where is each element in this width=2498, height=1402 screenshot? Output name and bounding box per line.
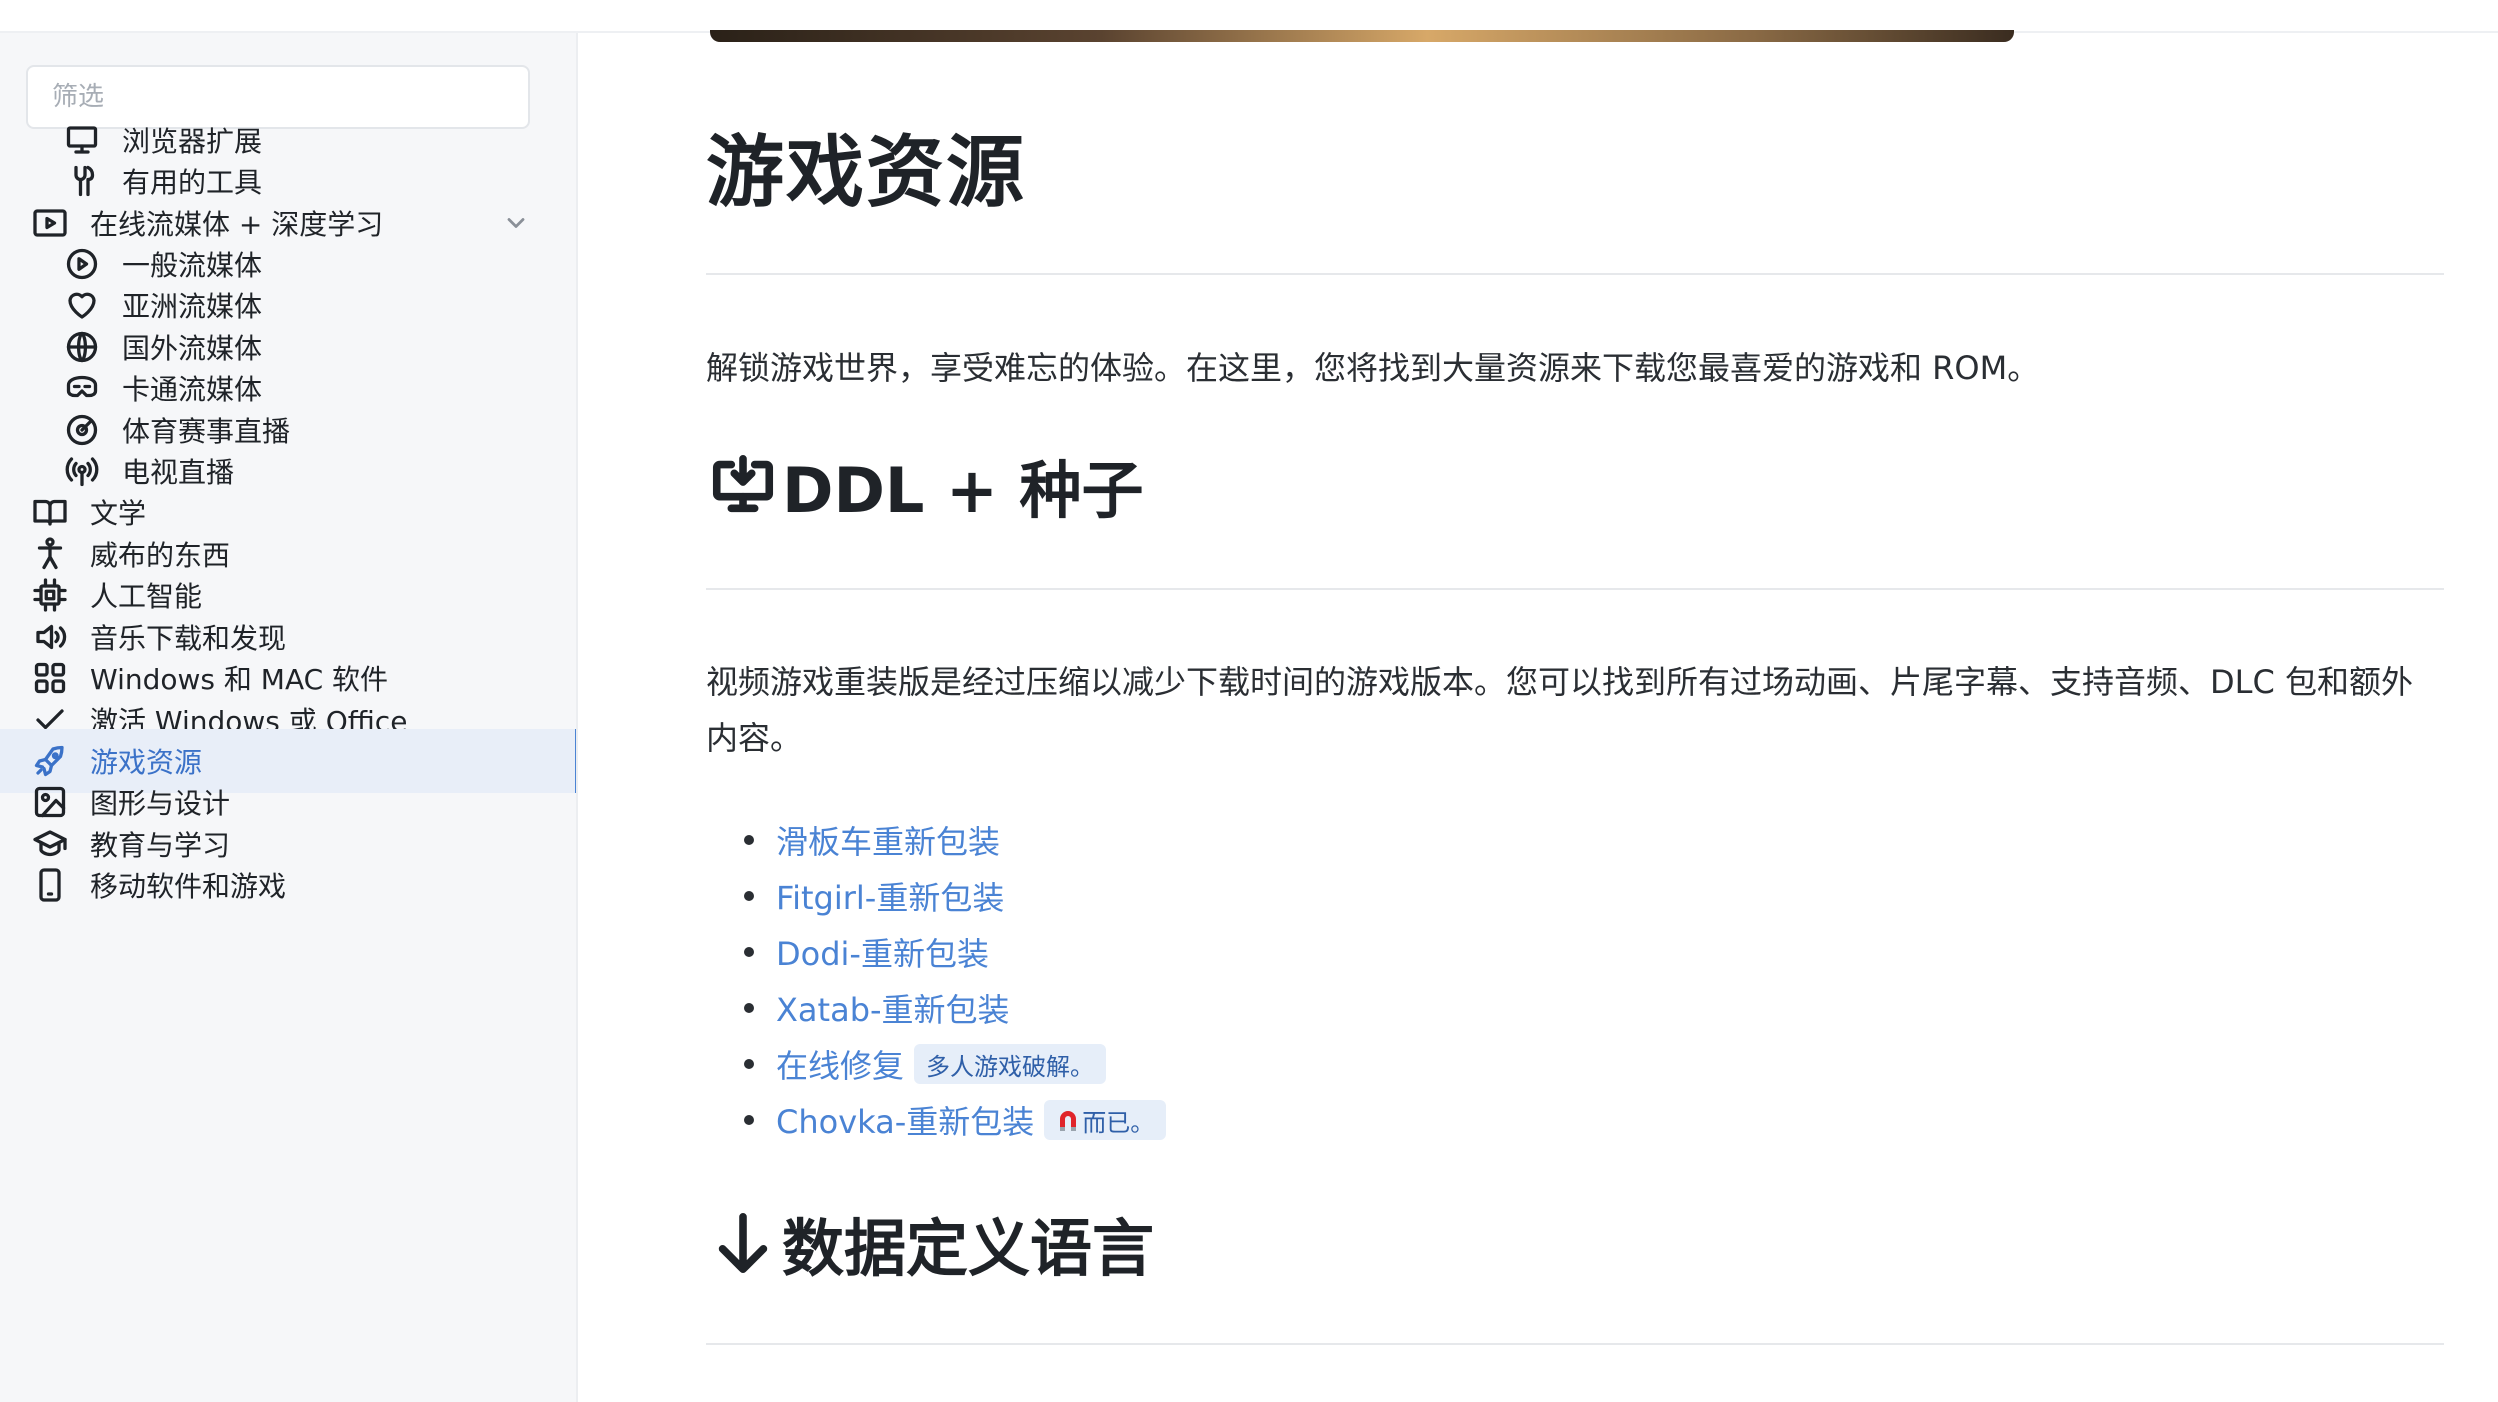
intro-paragraph: 解锁游戏世界，享受难忘的体验。在这里，您将找到大量资源来下载您最喜爱的游戏和 R… <box>706 349 2040 387</box>
page-title: 游戏资源 <box>706 128 1027 218</box>
sidebar-item-cartoon-streaming[interactable]: 卡通流媒体 <box>0 356 576 420</box>
sidebar-item-software[interactable]: Windows 和 MAC 软件 <box>0 646 576 710</box>
bullet <box>744 947 754 957</box>
header-banner-image <box>710 30 2014 42</box>
list-item: Dodi-重新包装 <box>706 924 1166 980</box>
link-dodi-repacks[interactable]: Dodi-重新包装 <box>776 935 989 973</box>
sidebar-item-label: 体育赛事直播 <box>122 415 291 448</box>
sidebar-item-label: 国外流媒体 <box>122 332 263 365</box>
sidebar-item-label: 一般流媒体 <box>122 249 263 282</box>
sidebar-item-label: 音乐下载和发现 <box>90 622 287 655</box>
section-paragraph: 视频游戏重装版是经过压缩以减少下载时间的游戏版本。您可以找到所有过场动画、片尾字… <box>706 663 2413 757</box>
badge-multiplayer: 多人游戏破解。 <box>914 1044 1107 1084</box>
list-item: 在线修复多人游戏破解。 <box>706 1036 1166 1092</box>
sidebar-item-label: 文学 <box>90 497 147 530</box>
sidebar-item-label: 卡通流媒体 <box>122 373 263 406</box>
sidebar-item-literature[interactable]: 文学 <box>0 480 576 544</box>
repack-link-list: 滑板车重新包装 Fitgirl-重新包装 Dodi-重新包装 Xatab-重新包… <box>706 812 1167 1148</box>
divider <box>706 1343 2444 1345</box>
arrow-down-icon <box>706 1206 780 1280</box>
main-content: 游戏资源 解锁游戏世界，享受难忘的体验。在这里，您将找到大量资源来下载您最喜爱的… <box>580 0 2498 1402</box>
graduation-cap-icon <box>30 824 70 864</box>
sidebar-item-label: Windows 和 MAC 软件 <box>90 663 389 696</box>
list-item: 滑板车重新包装 <box>706 812 1166 868</box>
target-icon <box>62 410 102 450</box>
heart-icon <box>62 285 102 325</box>
sidebar-item-music[interactable]: 音乐下载和发现 <box>0 605 576 669</box>
link-online-fix[interactable]: 在线修复 <box>776 1047 905 1085</box>
sidebar-item-live-tv[interactable]: 电视直播 <box>0 439 576 503</box>
grid-icon <box>30 658 70 698</box>
rocket-icon <box>30 741 70 781</box>
broadcast-icon <box>62 451 102 491</box>
sidebar-item-graphics[interactable]: 图形与设计 <box>0 770 576 834</box>
book-icon <box>30 492 70 532</box>
link-chovka-repacks[interactable]: Chovka-重新包装 <box>776 1103 1035 1141</box>
list-item: Chovka-重新包装 而已。 <box>706 1092 1167 1148</box>
phone-icon <box>30 865 70 905</box>
badge-text: 而已。 <box>1082 1108 1155 1137</box>
sidebar-item-label: 浏览器扩展 <box>122 125 263 158</box>
sidebar-item-label: 移动软件和游戏 <box>90 870 287 903</box>
sidebar-item-label: 电视直播 <box>122 456 235 489</box>
check-icon <box>30 700 70 740</box>
sidebar-item-browser-extensions[interactable]: 浏览器扩展 <box>0 108 576 172</box>
sidebar-item-weird-stuff[interactable]: 威布的东西 <box>0 522 576 586</box>
sidebar-item-gaming[interactable]: 游戏资源 <box>0 729 576 793</box>
badge-magnet-only: 而已。 <box>1044 1100 1167 1140</box>
section-heading-ddl-language: 数据定义语言 <box>706 1198 1154 1288</box>
monitor-icon <box>62 120 102 160</box>
vr-headset-icon <box>62 368 102 408</box>
video-icon <box>30 203 70 243</box>
sidebar-item-label: 游戏资源 <box>90 746 203 779</box>
bullet <box>744 891 754 901</box>
sidebar-item-ai[interactable]: 人工智能 <box>0 563 576 627</box>
list-item: Fitgirl-重新包装 <box>706 868 1166 924</box>
sidebar-item-general-streaming[interactable]: 一般流媒体 <box>0 232 576 296</box>
play-circle-icon <box>62 244 102 284</box>
bullet <box>744 1003 754 1013</box>
sidebar-item-mobile[interactable]: 移动软件和游戏 <box>0 853 576 917</box>
section-heading-ddl: DDL + 种子 <box>706 440 1144 530</box>
sidebar-item-label: 有用的工具 <box>122 166 263 199</box>
section-heading-text: DDL + 种子 <box>782 454 1144 527</box>
link-scooter-repacks[interactable]: 滑板车重新包装 <box>776 823 1001 861</box>
sidebar-item-label: 威布的东西 <box>90 539 231 572</box>
sidebar-item-label: 人工智能 <box>90 580 203 613</box>
sidebar-item-label: 图形与设计 <box>90 787 231 820</box>
divider <box>706 588 2444 590</box>
sidebar: 浏览器扩展 有用的工具 在线流媒体 + 深度学习 一般流媒体 亚洲流媒体 国外流… <box>0 33 578 1402</box>
person-icon <box>30 534 70 574</box>
filter-input[interactable] <box>26 65 530 129</box>
globe-icon <box>62 327 102 367</box>
list-item: Xatab-重新包装 <box>706 980 1166 1036</box>
image-icon <box>30 782 70 822</box>
monitor-download-icon <box>706 448 780 522</box>
cpu-icon <box>30 575 70 615</box>
sidebar-item-foreign-streaming[interactable]: 国外流媒体 <box>0 315 576 379</box>
sidebar-item-streaming[interactable]: 在线流媒体 + 深度学习 <box>0 191 576 255</box>
sidebar-item-sports-live[interactable]: 体育赛事直播 <box>0 398 576 462</box>
chevron-down-icon[interactable] <box>502 209 530 237</box>
link-xatab-repacks[interactable]: Xatab-重新包装 <box>776 991 1010 1029</box>
bullet <box>744 1059 754 1069</box>
divider <box>706 273 2444 275</box>
section-heading-text: 数据定义语言 <box>782 1212 1155 1285</box>
tools-icon <box>62 161 102 201</box>
bullet <box>744 1115 754 1125</box>
speaker-icon <box>30 617 70 657</box>
sidebar-item-asian-streaming[interactable]: 亚洲流媒体 <box>0 273 576 337</box>
sidebar-item-label: 教育与学习 <box>90 829 231 862</box>
magnet-icon <box>1060 1111 1077 1131</box>
sidebar-item-useful-tools[interactable]: 有用的工具 <box>0 149 576 213</box>
bullet <box>744 835 754 845</box>
sidebar-item-education[interactable]: 教育与学习 <box>0 812 576 876</box>
link-fitgirl-repacks[interactable]: Fitgirl-重新包装 <box>776 879 1005 917</box>
sidebar-item-label: 在线流媒体 + 深度学习 <box>90 208 384 241</box>
sidebar-item-label: 亚洲流媒体 <box>122 290 263 323</box>
